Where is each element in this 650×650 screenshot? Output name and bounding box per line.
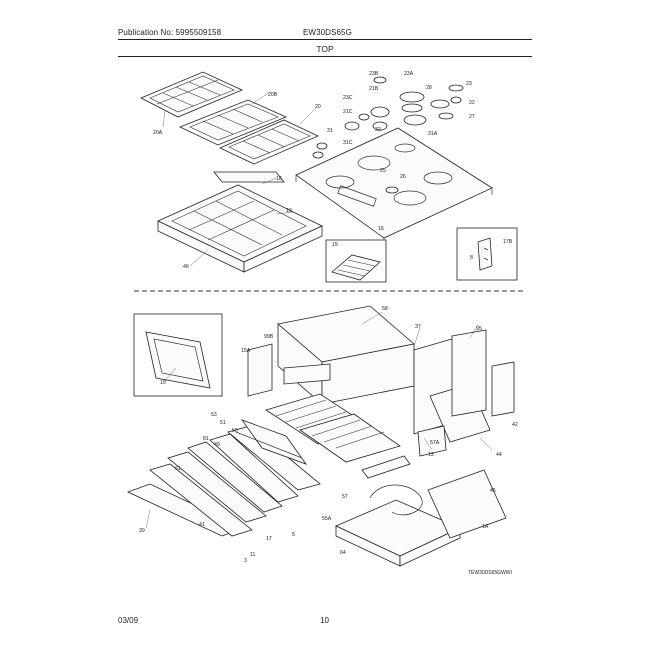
part-label: 15	[332, 242, 338, 248]
part-label: 17	[266, 536, 272, 542]
burner-grates	[140, 71, 319, 165]
part-label: 23C	[343, 95, 353, 101]
part-label: 31C	[343, 140, 353, 146]
part-label: 55A	[322, 516, 332, 522]
part-label: 18	[276, 176, 282, 182]
part-label: 23	[466, 81, 472, 87]
part-label: 21B	[369, 86, 379, 92]
illustration-code: TEW30DS65GWWI	[468, 570, 512, 576]
part-label: 53	[211, 412, 217, 418]
bracket-inset	[456, 227, 518, 281]
window-inset	[133, 313, 223, 397]
leader-lines	[145, 91, 493, 529]
part-label: 25	[380, 168, 386, 174]
grill-inset	[325, 239, 387, 283]
burner-tray	[157, 171, 323, 273]
part-label: 57	[342, 494, 348, 500]
part-label: 5	[292, 532, 295, 538]
part-label: 21C	[343, 109, 353, 115]
part-label: 81	[203, 436, 209, 442]
part-label: 23B	[369, 71, 379, 77]
footer-page-number: 10	[320, 616, 329, 625]
part-label: 39	[139, 528, 145, 534]
part-label: 32	[375, 127, 381, 133]
part-label: 99B	[264, 334, 274, 340]
bottom-drawer	[335, 455, 507, 567]
part-label: 20B	[268, 92, 278, 98]
footer-date: 03/09	[118, 616, 139, 625]
oven-cavity	[247, 305, 415, 405]
part-label: 50	[232, 428, 238, 434]
part-label: 13	[428, 452, 434, 458]
part-label: 44	[496, 452, 502, 458]
part-label: 3	[244, 558, 247, 564]
part-label: 41	[199, 522, 205, 528]
part-label: 22	[469, 100, 475, 106]
part-label: 15A	[241, 348, 251, 354]
part-label: 61	[175, 466, 181, 472]
part-label: 19	[286, 208, 292, 214]
title-rule	[118, 56, 532, 57]
oven-racks	[265, 393, 401, 463]
part-label: 11	[250, 552, 255, 558]
part-label: 45	[490, 488, 496, 494]
part-label: 17B	[503, 239, 513, 245]
part-label: 31	[327, 128, 333, 134]
part-labels: 23B 23A 23 23C 21B 21C 22 20B 20 20A 31 …	[139, 71, 518, 564]
section-title: TOP	[316, 44, 334, 54]
part-label: 16	[378, 226, 384, 232]
part-label: 1A	[482, 524, 489, 530]
burner-heads	[312, 76, 464, 194]
publication-number: Publication No: 5995509158	[118, 28, 222, 37]
oven-door-assembly	[126, 419, 321, 537]
model-number: EW30DS65G	[303, 28, 352, 37]
part-label: 37	[415, 324, 421, 330]
part-label: 20A	[153, 130, 163, 136]
part-label: 28	[426, 85, 432, 91]
part-label: 49	[214, 442, 220, 448]
header-rule	[118, 39, 532, 40]
part-label: 46	[183, 264, 189, 270]
part-label: 31A	[428, 131, 438, 137]
part-label: 95	[476, 326, 482, 332]
part-label: 26	[400, 174, 406, 180]
part-label: 42	[512, 422, 518, 428]
part-label: 58	[382, 306, 388, 312]
part-label: 8	[470, 255, 473, 261]
part-label: 23A	[404, 71, 414, 77]
part-label: 20	[315, 104, 321, 110]
part-label: 51	[220, 420, 226, 426]
part-label: 10	[160, 380, 166, 386]
rear-panels	[413, 329, 515, 457]
part-label: 64	[340, 550, 346, 556]
part-label: 57A	[430, 440, 440, 446]
part-label: 27	[469, 114, 475, 120]
cooktop-panel	[295, 127, 493, 245]
